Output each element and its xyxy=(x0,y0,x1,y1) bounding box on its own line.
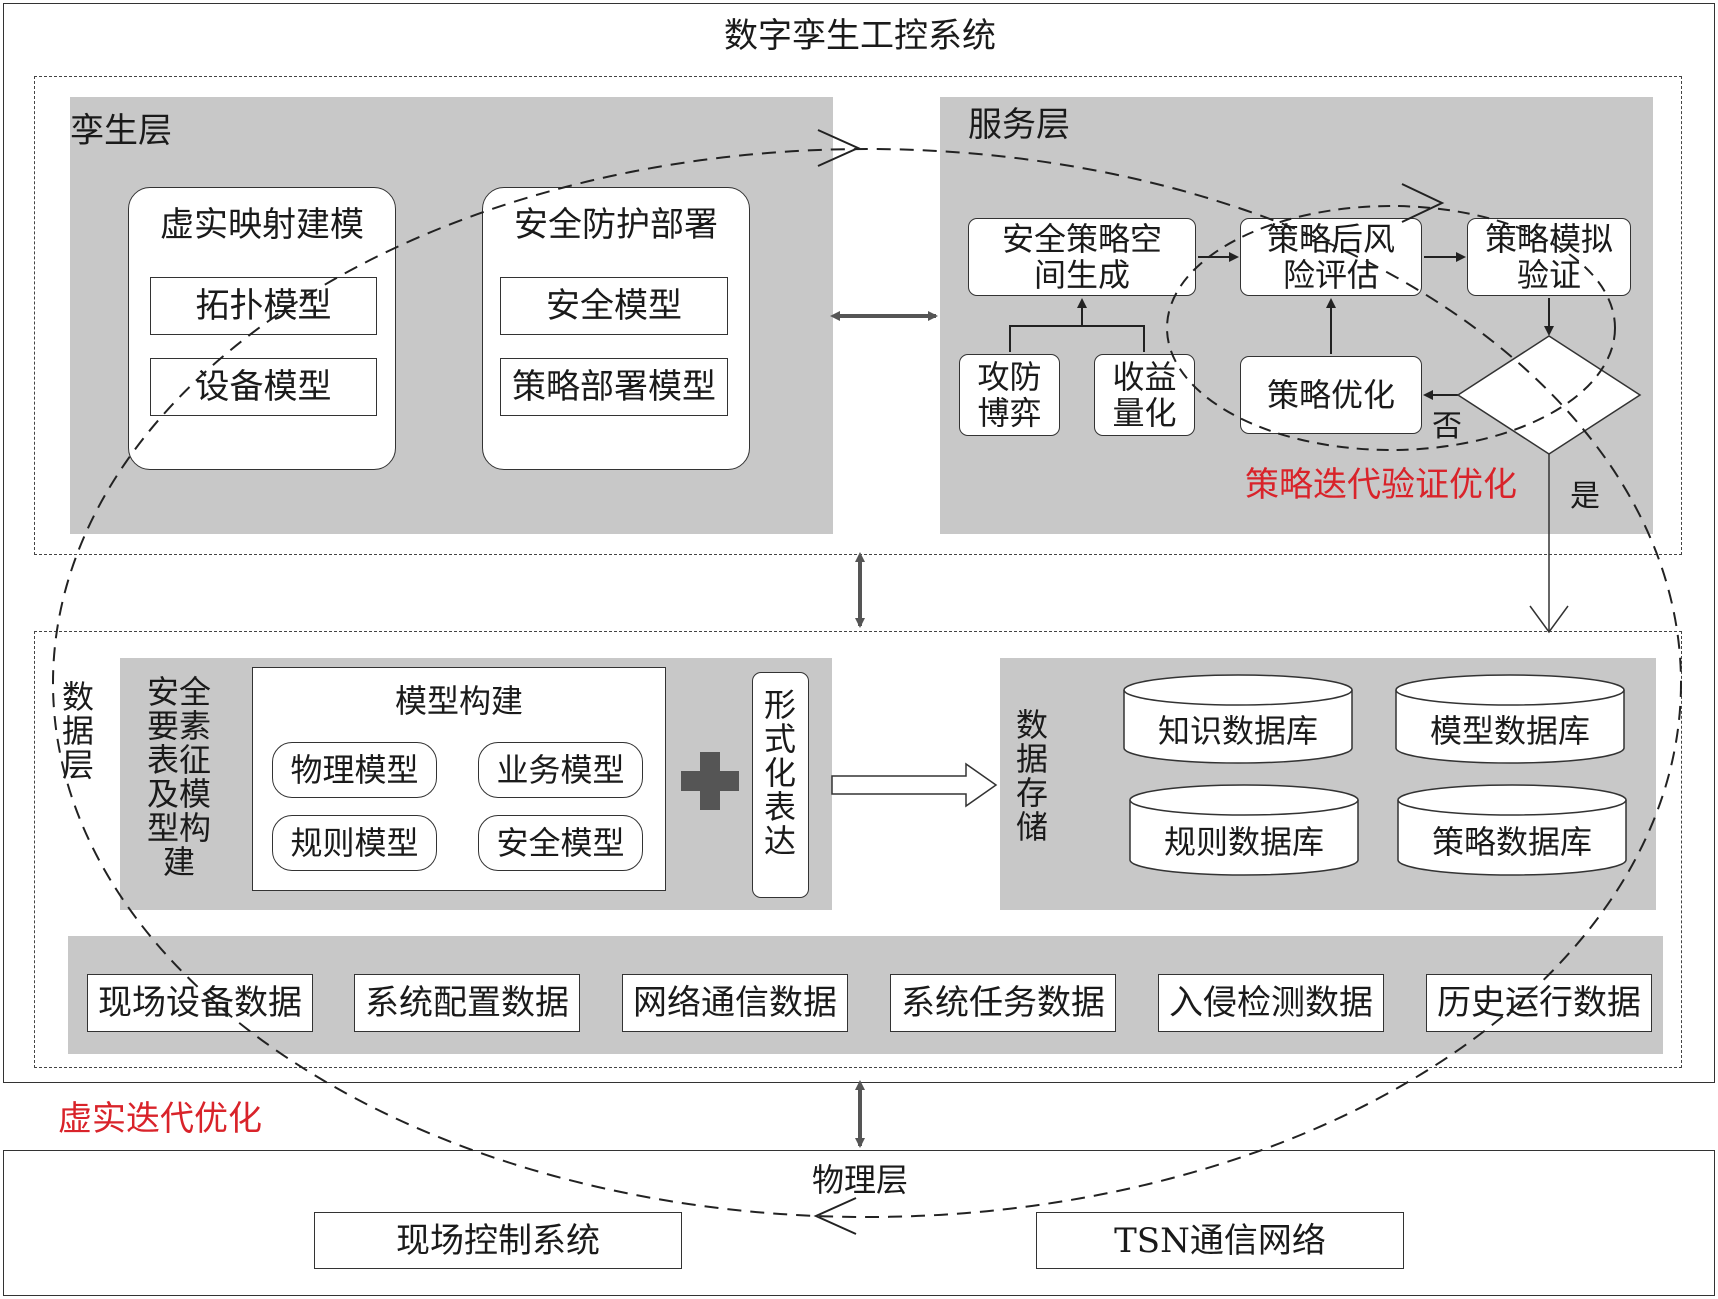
strategy-optimize-box: 策略优化 xyxy=(1240,356,1422,434)
strategy-db: 策略数据库 xyxy=(1431,823,1592,861)
rule-db: 规则数据库 xyxy=(1163,823,1324,861)
knowledge-db: 知识数据库 xyxy=(1157,712,1318,750)
storage-panel xyxy=(1000,658,1656,910)
storage-label: 数据存储 xyxy=(1015,706,1048,846)
source-history-run: 历史运行数据 xyxy=(1426,974,1652,1032)
tsn-network: TSN通信网络 xyxy=(1036,1212,1404,1269)
security-model-twin: 安全模型 xyxy=(500,277,728,335)
deploy-group-title: 安全防护部署 xyxy=(514,205,718,245)
source-system-task: 系统任务数据 xyxy=(890,974,1116,1032)
twin-layer-label: 孪生层 xyxy=(70,111,172,151)
benefit-quantify-box: 收益量化 xyxy=(1094,354,1195,436)
rule-model: 规则模型 xyxy=(272,815,437,871)
model-db: 模型数据库 xyxy=(1429,712,1590,750)
iteration-label: 虚实迭代优化 xyxy=(58,1099,262,1139)
yes-label: 是 xyxy=(1570,479,1600,514)
security-elements-label: 安全要素表征及模型构建 xyxy=(146,673,211,881)
risk-evaluation-box: 策略后风险评估 xyxy=(1240,218,1422,296)
simulation-verify-box: 策略模拟验证 xyxy=(1467,218,1631,296)
device-model: 设备模型 xyxy=(150,358,377,416)
plus-icon xyxy=(681,752,739,810)
feedback-pass-label: 反馈通过 xyxy=(1485,375,1614,413)
source-intrusion-detect: 入侵检测数据 xyxy=(1158,974,1384,1032)
physical-layer-label: 物理层 xyxy=(811,1161,908,1199)
topology-model: 拓扑模型 xyxy=(150,277,377,335)
system-title: 数字孪生工控系统 xyxy=(724,16,996,56)
model-build-title: 模型构建 xyxy=(394,682,523,720)
strategy-generation-box: 安全策略空间生成 xyxy=(968,218,1196,296)
attack-defense-box: 攻防博弈 xyxy=(959,354,1060,436)
formal-expression-label: 形式化表达 xyxy=(763,686,796,860)
field-control-system: 现场控制系统 xyxy=(314,1212,682,1269)
data-layer-label: 数据层 xyxy=(61,678,94,784)
service-layer-label: 服务层 xyxy=(968,105,1070,145)
business-model: 业务模型 xyxy=(478,742,643,798)
mapping-group-title: 虚实映射建模 xyxy=(160,205,364,245)
source-field-device: 现场设备数据 xyxy=(87,974,313,1032)
strategy-loop-label: 策略迭代验证优化 xyxy=(1245,465,1517,505)
no-label: 否 xyxy=(1432,409,1462,444)
physical-model: 物理模型 xyxy=(272,742,437,798)
source-system-config: 系统配置数据 xyxy=(354,974,580,1032)
security-model-data: 安全模型 xyxy=(478,815,643,871)
policy-deploy-model: 策略部署模型 xyxy=(500,358,728,416)
source-network-comm: 网络通信数据 xyxy=(622,974,848,1032)
